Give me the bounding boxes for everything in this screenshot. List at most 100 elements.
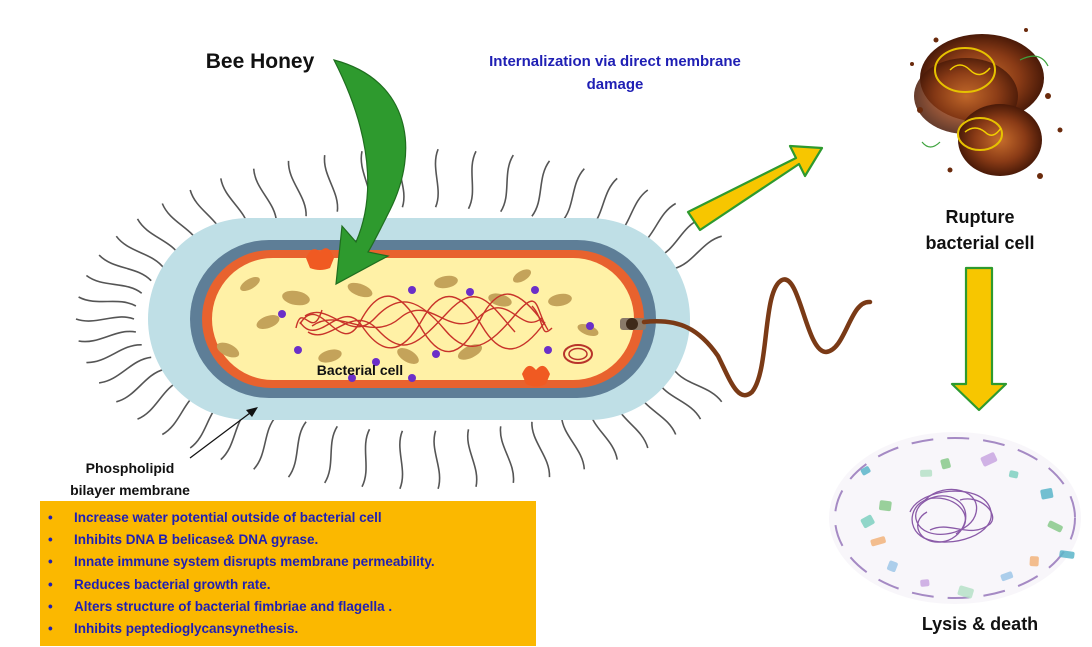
pilus: [86, 343, 142, 364]
debris-fragment: [920, 579, 930, 587]
effect-text: Inhibits DNA B belicase& DNA gyrase.: [74, 532, 319, 548]
effect-text: Reduces bacterial growth rate.: [74, 576, 271, 592]
debris-fragment: [940, 458, 951, 470]
mechanism-line-1: Internalization via direct membrane: [489, 53, 741, 70]
debris-fragment: [879, 500, 892, 512]
pilus: [116, 368, 165, 403]
membrane-label: Phospholipid bilayer membrane: [55, 457, 205, 501]
pilus: [253, 415, 278, 470]
pilus: [78, 296, 137, 307]
ribosome: [531, 286, 539, 294]
lysis-debris-image: [829, 432, 1081, 604]
debris-fragment: [980, 452, 998, 467]
effect-text: Inhibits peptedioglycansynethesis.: [74, 621, 299, 637]
effect-item: • Inhibits peptedioglycansynethesis.: [48, 618, 536, 640]
fimbriae: [75, 148, 723, 490]
pilus: [531, 421, 551, 478]
effect-item: •Innate immune system disrupts membrane …: [48, 551, 536, 573]
pilus: [434, 148, 439, 208]
rupture-line-1: Rupture: [945, 207, 1015, 227]
granule: [548, 293, 572, 307]
pilus: [98, 356, 152, 384]
bacterial-cell-label: Bacterial cell: [316, 362, 404, 378]
pilus: [323, 155, 339, 212]
effects-list: • Increase water potential outside of bac…: [48, 507, 536, 640]
membrane-line-2: bilayer membrane: [70, 482, 190, 498]
debris-fragment: [1059, 550, 1075, 559]
pilus: [85, 274, 143, 294]
debris-fragment: [860, 466, 871, 476]
pilus: [287, 421, 307, 478]
ribosome: [278, 310, 286, 318]
pilus: [500, 154, 514, 213]
effect-item: •Increase water potential outside of bac…: [48, 507, 536, 529]
pilus: [287, 160, 307, 217]
honey-entry-arrow: [332, 59, 407, 286]
granule: [216, 342, 240, 358]
effect-item: • Reduces bacterial growth rate.: [48, 574, 536, 596]
effect-text: Innate immune system disrupts membrane p…: [74, 554, 435, 570]
pilus: [499, 426, 515, 483]
rupture-line-2: bacterial cell: [925, 233, 1035, 253]
arrow-to-rupture: [686, 144, 824, 232]
ribosome: [372, 358, 380, 366]
granule: [240, 277, 260, 291]
mechanism-line-2: damage: [586, 76, 644, 93]
bullet-icon: •: [48, 576, 53, 592]
flagellum: [620, 277, 873, 398]
granule: [256, 315, 280, 329]
debris-fragment: [957, 585, 974, 599]
debris-fragment: [1040, 488, 1054, 500]
membrane-pore: [306, 248, 550, 387]
organelles: [216, 269, 599, 382]
pilus: [252, 168, 278, 223]
pilus: [115, 235, 165, 270]
granule: [434, 275, 458, 289]
ribosome: [408, 374, 416, 382]
nucleoid-dna: [295, 293, 553, 353]
ruptured-cell-image: [910, 28, 1063, 179]
bullet-icon: •: [48, 621, 53, 637]
effect-text: Increase water potential outside of bact…: [74, 510, 382, 525]
effect-item: • Inhibits DNA B belicase& DNA gyrase.: [48, 529, 536, 551]
granule: [318, 349, 342, 363]
effect-text: Alters structure of bacterial fimbriae a…: [74, 598, 393, 614]
debris-fragment: [1000, 571, 1014, 582]
pilus: [75, 316, 135, 322]
ribosome: [586, 322, 594, 330]
mechanism-label: Internalization via direct membrane dama…: [450, 50, 780, 96]
plasmid: [563, 344, 593, 364]
debris-fragment: [870, 536, 886, 547]
granule: [282, 290, 310, 306]
pilus: [673, 235, 722, 270]
ribosome: [544, 346, 552, 354]
ribosome: [432, 350, 440, 358]
effects-list-box: • Increase water potential outside of bac…: [40, 501, 536, 646]
granule: [347, 282, 373, 298]
pilus: [560, 415, 586, 470]
rupture-label: Rupture bacterial cell: [905, 204, 1055, 256]
ribosome: [466, 288, 474, 296]
granule: [397, 348, 419, 364]
pilus: [433, 430, 441, 490]
debris-fragment: [920, 469, 933, 477]
pilus: [361, 428, 371, 488]
pilus: [560, 168, 585, 223]
debris-fragment: [1008, 470, 1019, 479]
granule: [457, 344, 483, 360]
granule: [512, 269, 532, 283]
debris-fragment: [1047, 520, 1063, 533]
pilus: [78, 330, 137, 343]
bullet-icon: •: [48, 532, 53, 548]
bee-honey-label: Bee Honey: [205, 50, 315, 73]
pilus: [467, 150, 477, 210]
pilus: [324, 425, 338, 484]
membrane-line-1: Phospholipid: [85, 460, 175, 476]
granule: [488, 293, 512, 307]
debris-fragment: [887, 560, 898, 572]
bullet-icon: •: [48, 598, 53, 614]
pilus: [98, 254, 152, 282]
effect-item: • Alters structure of bacterial fimbriae …: [48, 596, 536, 618]
lysis-label: Lysis & death: [921, 614, 1039, 634]
